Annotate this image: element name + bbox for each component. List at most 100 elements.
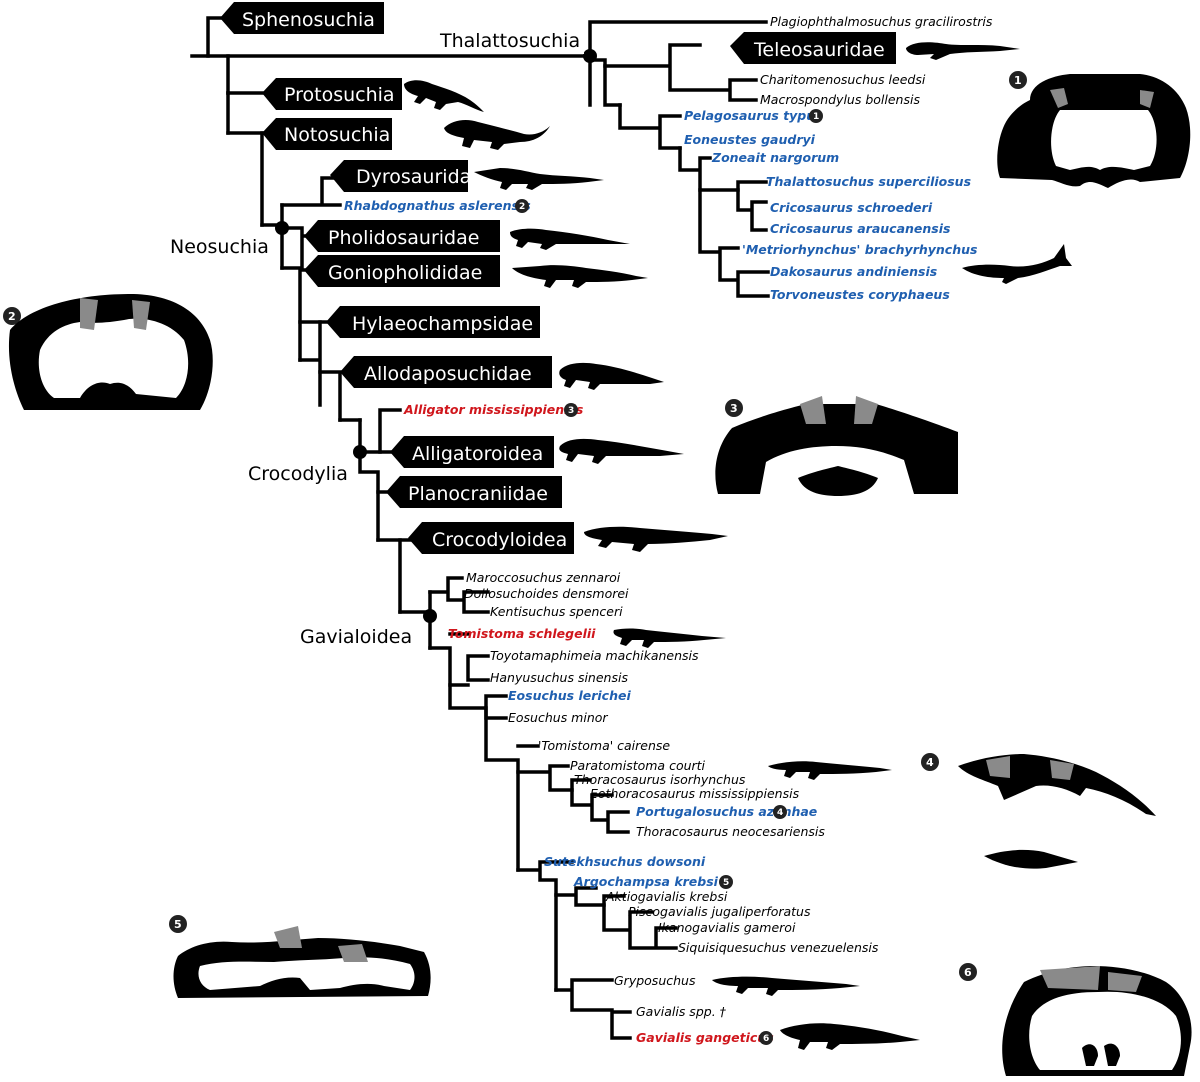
taxon-paratomistoma: Paratomistoma courti — [570, 758, 706, 773]
silhouettes — [404, 42, 1072, 1050]
clade-planocraniidae: Planocraniidae — [408, 483, 548, 505]
gavialis-silhouette — [780, 1023, 920, 1050]
clade-dyrosauridae: Dyrosauridae — [356, 166, 483, 188]
taxon-eoneustes: Eoneustes gaudryi — [684, 132, 816, 147]
svg-text:5: 5 — [723, 878, 729, 888]
taxon-toyotamaphimeia: Toyotamaphimeia machikanensis — [490, 648, 699, 663]
goniopholididae-silhouette — [512, 265, 648, 288]
clade-pholidosauridae: Pholidosauridae — [328, 227, 479, 249]
marker-alligator: 3 — [564, 403, 578, 417]
tomistoma-silhouette — [613, 628, 726, 648]
thoracosaurus-silhouette — [768, 761, 892, 780]
taxon-piscogavialis: Piscogavialis jugaliperforatus — [628, 904, 811, 919]
svg-text:4: 4 — [777, 808, 783, 818]
cross-section-4 — [958, 754, 1156, 869]
clade-protosuchia: Protosuchia — [284, 84, 395, 106]
group-crocodylia: Crocodylia — [248, 463, 348, 485]
marker-argochampsa: 5 — [719, 875, 733, 889]
svg-text:1: 1 — [1014, 74, 1022, 87]
svg-text:1: 1 — [813, 112, 819, 122]
clade-hylaeochampsidae: Hylaeochampsidae — [352, 313, 533, 335]
alligatoroidea-silhouette — [559, 438, 684, 464]
svg-text:6: 6 — [964, 966, 972, 979]
clade-sphenosuchia: Sphenosuchia — [242, 9, 375, 31]
tag-alligatoroidea: Alligatoroidea — [390, 436, 554, 468]
marker-rhabdognathus: 2 — [515, 199, 529, 213]
cross-section-2 — [8, 294, 213, 410]
taxon-eosuchus-lerichei: Eosuchus lerichei — [508, 688, 631, 703]
marker-section-6: 6 — [959, 963, 977, 981]
marker-gavialis-gangeticus: 6 — [759, 1031, 773, 1045]
svg-text:4: 4 — [926, 756, 934, 769]
group-gavialoidea: Gavialoidea — [300, 626, 412, 648]
clade-notosuchia: Notosuchia — [284, 124, 390, 146]
clade-allodaposuchidae: Allodaposuchidae — [364, 363, 532, 385]
clade-crocodyloidea: Crocodyloidea — [432, 529, 567, 551]
taxon-cricosaurus-schroederi: Cricosaurus schroederi — [770, 200, 933, 215]
taxon-eosuchus-minor: Eosuchus minor — [508, 710, 608, 725]
taxon-portugalosuchus: Portugalosuchus azenhae — [636, 804, 817, 819]
cross-section-3 — [715, 396, 958, 496]
pholidosauridae-silhouette — [510, 228, 630, 250]
node-dot-crocodylia — [353, 445, 367, 459]
taxon-tomistoma: Tomistoma schlegelii — [448, 626, 596, 641]
taxon-rhabdognathus: Rhabdognathus aslerensis — [344, 198, 531, 213]
marker-section-2: 2 — [3, 307, 21, 325]
taxon-maroccosuchus: Maroccosuchus zennaroi — [466, 570, 621, 585]
tag-notosuchia: Notosuchia — [262, 118, 392, 150]
taxon-eothoracosaurus: Eothoracosaurus mississippiensis — [590, 786, 800, 801]
tag-dyrosauridae: Dyrosauridae — [330, 160, 483, 192]
clade-alligatoroidea: Alligatoroidea — [412, 443, 543, 465]
svg-text:2: 2 — [519, 202, 525, 212]
taxon-ikanogavialis: Ikanogavialis gameroi — [658, 920, 796, 935]
taxon-hanyusuchus: Hanyusuchus sinensis — [490, 670, 628, 685]
group-thalattosuchia: Thalattosuchia — [439, 30, 580, 52]
taxon-siquisiquesuchus: Siquisiquesuchus venezuelensis — [678, 940, 879, 955]
taxon-charitomenosuchus: Charitomenosuchus leedsi — [760, 72, 926, 87]
marker-section-3: 3 — [725, 399, 743, 417]
taxon-kentisuchus: Kentisuchus spenceri — [490, 604, 623, 619]
taxon-alligator: Alligator mississippiensis — [403, 402, 583, 417]
svg-text:5: 5 — [174, 918, 182, 931]
tag-allodaposuchidae: Allodaposuchidae — [340, 356, 552, 388]
tag-teleosauridae: Teleosauridae — [730, 32, 896, 64]
svg-text:3: 3 — [568, 406, 574, 416]
protosuchia-silhouette — [404, 80, 484, 112]
tag-pholidosauridae: Pholidosauridae — [304, 220, 500, 252]
clade-teleosauridae: Teleosauridae — [753, 39, 885, 61]
taxon-argochampsa: Argochampsa krebsi — [573, 874, 719, 889]
marker-pelagosaurus: 1 — [809, 109, 823, 123]
cross-section-5 — [173, 926, 431, 998]
taxon-thoracosaurus-isorhynchus: Thoracosaurus isorhynchus — [574, 772, 746, 787]
clade-tags: Sphenosuchia Teleosauridae Protosuchia N… — [220, 2, 896, 554]
taxon-macrospondylus: Macrospondylus bollensis — [760, 92, 920, 107]
marker-section-5: 5 — [169, 915, 187, 933]
taxon-cricosaurus-araucanensis: Cricosaurus araucanensis — [770, 221, 950, 236]
node-dots — [275, 49, 597, 623]
teleosauridae-silhouette — [906, 42, 1020, 60]
taxon-sutekhsuchus: Sutekhsuchus dowsoni — [544, 854, 706, 869]
numbered-markers: 1 2 3 4 5 6 1 2 3 4 5 6 — [3, 71, 1027, 1045]
taxon-dakosaurus: Dakosaurus andiniensis — [770, 264, 937, 279]
node-dot-gavialoidea — [423, 609, 437, 623]
clade-goniopholididae: Goniopholididae — [328, 262, 482, 284]
marker-section-1: 1 — [1009, 71, 1027, 89]
allodaposuchidae-silhouette — [559, 362, 664, 390]
taxon-gavialis-gangeticus: Gavialis gangeticus — [636, 1030, 774, 1045]
taxon-plagiophthalmosuchus: Plagiophthalmosuchus gracilirostris — [770, 14, 993, 29]
cross-section-6 — [1002, 966, 1192, 1076]
tag-crocodyloidea: Crocodyloidea — [408, 522, 574, 554]
node-dot-thalattosuchia — [583, 49, 597, 63]
svg-text:2: 2 — [8, 310, 16, 323]
svg-text:6: 6 — [763, 1034, 769, 1044]
taxon-thalattosuchus: Thalattosuchus superciliosus — [766, 174, 971, 189]
node-dot-neosuchia — [275, 221, 289, 235]
taxon-zoneait: Zoneait nargorum — [711, 150, 839, 165]
cross-section-1 — [997, 74, 1191, 188]
taxon-torvoneustes: Torvoneustes coryphaeus — [770, 287, 950, 302]
group-neosuchia: Neosuchia — [170, 236, 269, 258]
cross-sections — [8, 74, 1192, 1076]
dyrosauridae-silhouette — [474, 168, 604, 190]
